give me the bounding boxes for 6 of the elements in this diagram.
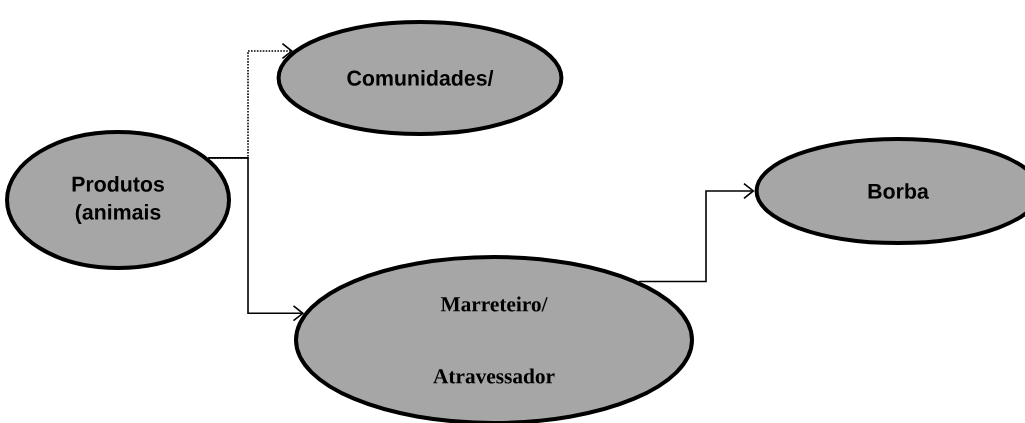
ellipse-node: Borba — [754, 137, 1025, 245]
arrow — [638, 182, 755, 283]
arrow — [207, 157, 305, 322]
ellipse-node: Produtos (animais — [5, 130, 231, 270]
ellipse-node: Marreteiro/ Atravessador — [294, 255, 694, 423]
ellipse-node: Comunidades/ — [276, 20, 564, 136]
